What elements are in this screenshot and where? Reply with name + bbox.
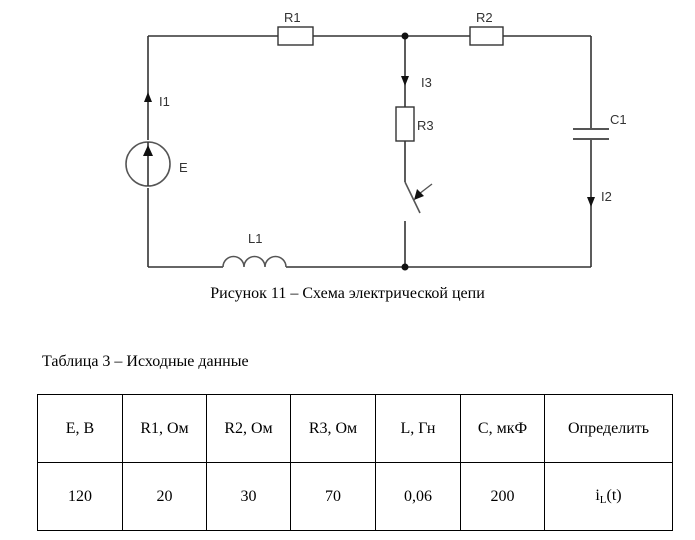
figure-caption: Рисунок 11 – Схема электрической цепи [210,285,485,302]
current-arrow-i3-icon [401,76,409,86]
value-cell: 200 [460,462,545,531]
voltage-source-e [125,141,171,187]
label-r1: R1 [284,10,301,25]
header-cell: L, Гн [375,394,461,463]
target-base: i [595,487,600,504]
current-arrow-i1-icon [144,92,152,102]
inductor-l1 [222,255,287,268]
resistor-r2 [469,26,504,46]
current-arrow-i2-icon [587,197,595,207]
value-cell: 0,06 [375,462,461,531]
capacitor-c1 [573,128,609,140]
table-header-row: E, В R1, Ом R2, Ом R3, Ом L, Гн C, мкФ О… [37,394,673,463]
label-l1: L1 [248,231,262,246]
header-cell: R2, Ом [206,394,291,463]
label-c1: C1 [610,112,627,127]
source-data-table: E, В R1, Ом R2, Ом R3, Ом L, Гн C, мкФ О… [37,394,673,531]
label-i2: I2 [601,189,612,204]
header-cell: R3, Ом [290,394,376,463]
switch-arrow-icon [414,189,424,200]
target-subscript: L [599,494,607,506]
value-cell: 70 [290,462,376,531]
value-cell: 30 [206,462,291,531]
switch [404,181,433,214]
header-cell: R1, Ом [122,394,207,463]
target-suffix: (t) [606,487,622,504]
source-arrow-icon [143,145,153,156]
header-cell: E, В [37,394,123,463]
value-cell: 20 [122,462,207,531]
resistor-r1 [277,26,314,46]
node-top [401,32,409,40]
label-r3: R3 [417,118,434,133]
label-i1: I1 [159,94,170,109]
resistor-r3 [395,106,415,142]
target-cell: iL(t) [544,462,673,531]
circuit-diagram: R1 R2 R3 C1 L1 E I1 I3 I2 [125,10,627,271]
label-r2: R2 [476,10,493,25]
table-title: Таблица 3 – Исходные данные [42,353,249,370]
table-row: 120 20 30 70 0,06 200 iL(t) [37,462,673,531]
label-i3: I3 [421,75,432,90]
header-cell: Определить [544,394,673,463]
label-e: E [179,160,188,175]
node-bottom [401,263,409,271]
value-cell: 120 [37,462,123,531]
header-cell: C, мкФ [460,394,545,463]
